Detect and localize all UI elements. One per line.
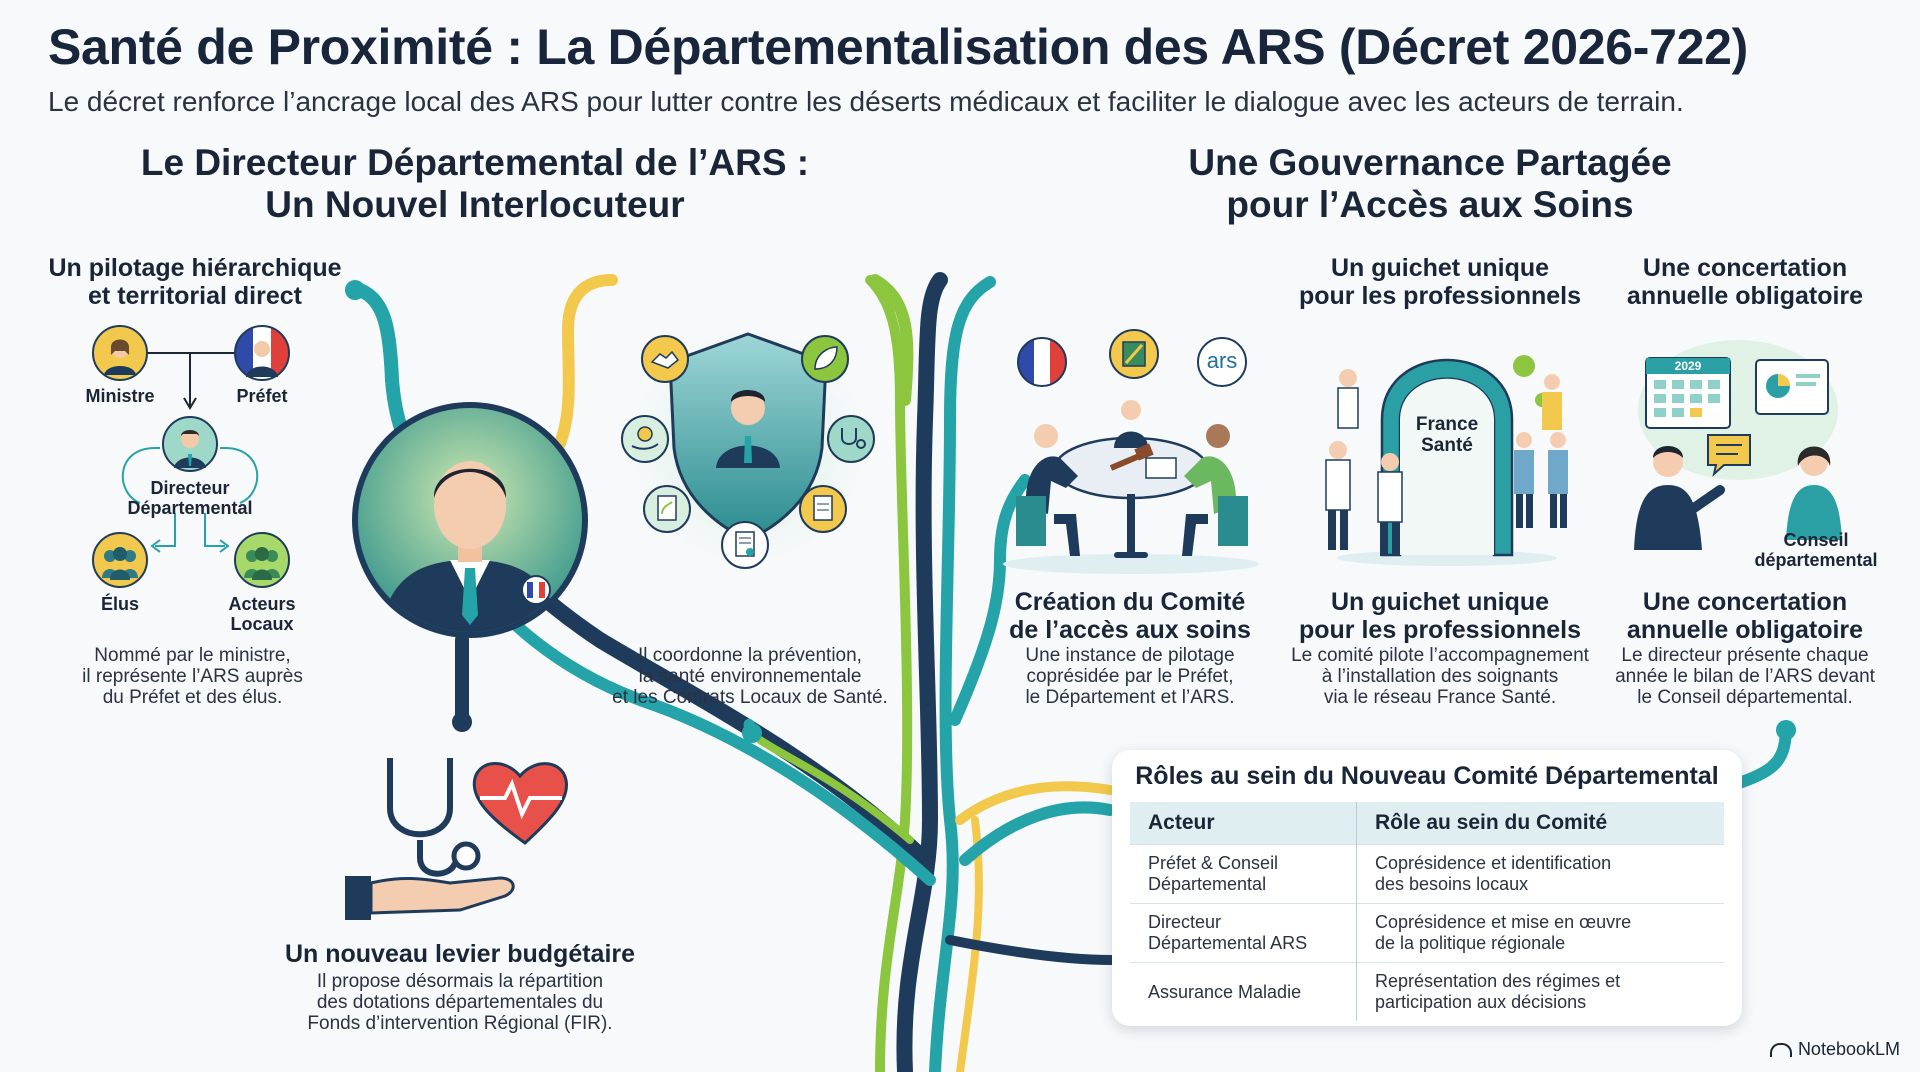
ministre-label: Ministre (85, 386, 155, 406)
pilotage-title: Un pilotage hiérarchique et territorial … (48, 254, 342, 310)
directeur-avatar-icon (162, 416, 218, 472)
header-acteur: Acteur (1130, 802, 1357, 845)
elus-label: Élus (100, 594, 139, 614)
ars-logo-icon: ars (1196, 336, 1248, 388)
left-section-heading: Le Directeur Départemental de l’ARS : Un… (140, 142, 810, 225)
stethoscope-icon (826, 414, 876, 464)
concertation-title: Une concertation annuelle obligatoire (1626, 588, 1864, 644)
contract-document-icon (720, 520, 770, 570)
concertation-text: Le directeur présente chaque année le bi… (1615, 645, 1875, 708)
comite-title: Création du Comité de l’accès aux soins (1009, 588, 1251, 644)
ars-logo-text: ars (1206, 348, 1238, 373)
ministre-avatar-icon (92, 325, 148, 381)
checklist-clipboard-icon (798, 484, 848, 534)
pilotage-text: Nommé par le ministre, il représente l’A… (82, 645, 303, 708)
acteurs-locaux-group-icon (234, 532, 290, 588)
health-hand-icon (620, 414, 670, 464)
header-role: Rôle au sein du Comité (1356, 802, 1724, 845)
directeur-label: Directeur Départemental (127, 478, 253, 518)
stethoscope-heart-hand-icon (340, 748, 570, 928)
france-sante-label: France Santé (1415, 414, 1479, 456)
coordination-text: Il coordonne la prévention, la santé env… (612, 645, 888, 708)
france-sante-arch-illustration: France Santé (1312, 330, 1582, 570)
right-section-heading: Une Gouvernance Partagée pour l’Accès au… (1188, 142, 1672, 225)
handshake-icon (640, 334, 690, 384)
notebooklm-logo-icon (1769, 1043, 1792, 1058)
table-header-row: Acteur Rôle au sein du Comité (1130, 802, 1724, 845)
roles-table: Acteur Rôle au sein du Comité Préfet & C… (1130, 802, 1724, 1021)
page-title: Santé de Proximité : La Départementalisa… (48, 19, 1748, 75)
budget-text: Il propose désormais la répartition des … (307, 971, 613, 1034)
roles-table-title: Rôles au sein du Nouveau Comité Départem… (1135, 762, 1719, 790)
comite-text: Une instance de pilotage coprésidée par … (1025, 645, 1235, 708)
conseil-departemental-label: Conseil départemental (1754, 530, 1878, 570)
guichet-title: Un guichet unique pour les professionnel… (1298, 588, 1581, 644)
directeur-portrait (350, 400, 590, 640)
prefet-avatar-icon (234, 325, 290, 381)
departement-emblem-icon (1108, 328, 1160, 380)
concertation-illustration (1628, 340, 1868, 550)
france-flag-icon (1016, 336, 1068, 388)
comite-meeting-illustration (996, 396, 1266, 576)
elus-group-icon (92, 532, 148, 588)
document-leaf-icon (642, 484, 692, 534)
budget-title: Un nouveau levier budgétaire (284, 940, 636, 968)
acteurs-locaux-label: Acteurs Locaux (228, 594, 296, 634)
guichet-text: Le comité pilote l’accompagnement à l’in… (1291, 645, 1589, 708)
notebooklm-brand: NotebookLM (1769, 1039, 1900, 1060)
prefet-label: Préfet (236, 386, 288, 406)
leaf-icon (800, 334, 850, 384)
concertation-top-title: Une concertation annuelle obligatoire (1626, 254, 1864, 310)
table-row: Assurance Maladie Représentation des rég… (1130, 962, 1724, 1021)
calendar-year-label: 2029 (1674, 359, 1702, 373)
roles-table-card: Rôles au sein du Nouveau Comité Départem… (1112, 750, 1742, 1026)
guichet-top-title: Un guichet unique pour les professionnel… (1298, 254, 1581, 310)
page-subtitle: Le décret renforce l’ancrage local des A… (48, 86, 1684, 117)
actor-cell: Assurance Maladie (1130, 962, 1357, 1021)
